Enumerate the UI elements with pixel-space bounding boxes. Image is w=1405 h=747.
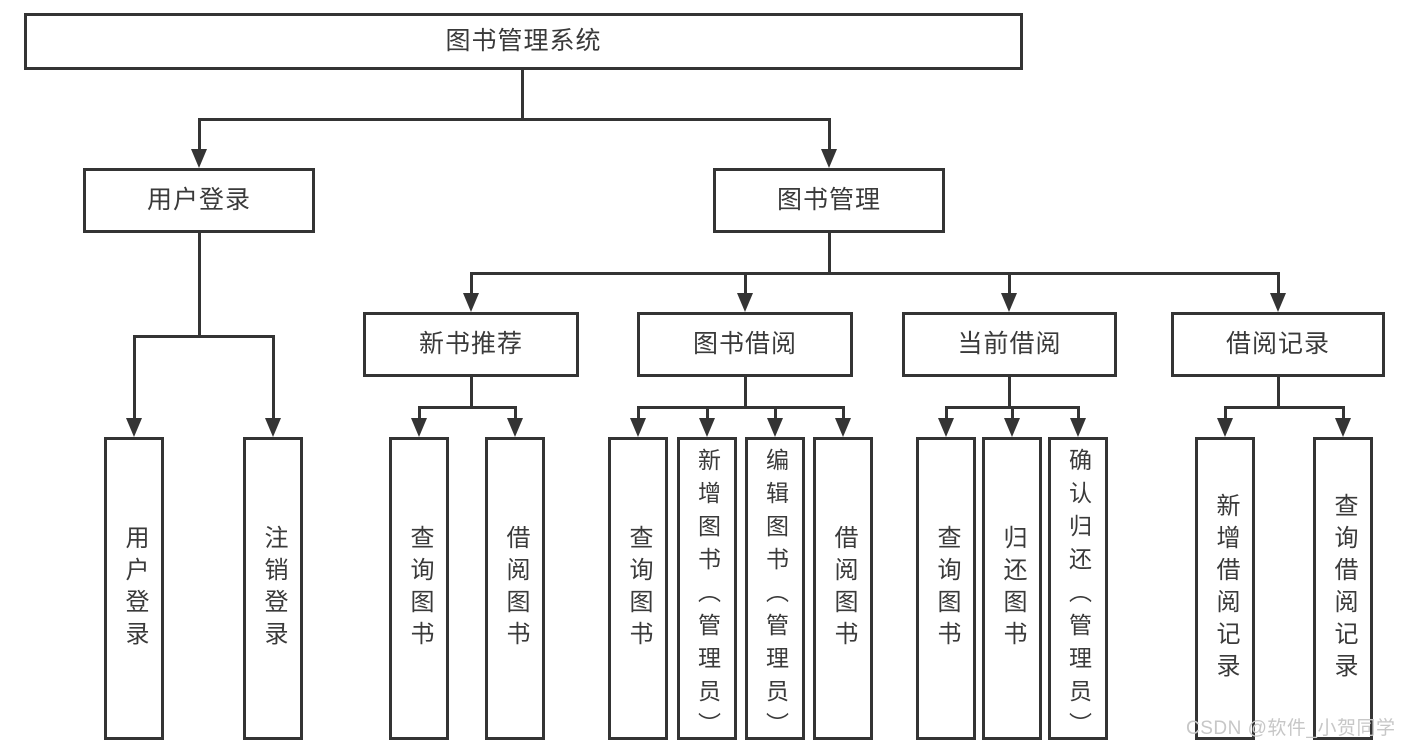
leaf-query-books-current: 查询图书 <box>916 437 976 740</box>
arrowhead-down-icon <box>835 418 851 437</box>
node-label: 查询图书 <box>406 524 433 653</box>
node-label: 新书推荐 <box>418 330 523 358</box>
connector-horizontal <box>198 118 831 121</box>
node-label: 图书管理 <box>776 186 881 214</box>
connector-horizontal <box>133 335 274 338</box>
connector-horizontal <box>470 272 1279 275</box>
node-new-book-recommend: 新书推荐 <box>363 312 579 377</box>
connector-vertical <box>272 335 275 421</box>
leaf-add-borrow-record: 新增借阅记录 <box>1195 437 1255 740</box>
arrowhead-down-icon <box>463 293 479 312</box>
connector-vertical <box>842 406 845 421</box>
arrowhead-down-icon <box>821 149 837 168</box>
connector-vertical <box>1008 377 1011 406</box>
node-label: 注销登录 <box>260 524 287 653</box>
connector-vertical <box>1277 377 1280 406</box>
node-label: 图书借阅 <box>692 330 797 358</box>
arrowhead-down-icon <box>699 418 715 437</box>
connector-vertical <box>706 406 709 421</box>
connector-vertical <box>1224 406 1227 421</box>
leaf-confirm-return-admin: 确认归还（管理员） <box>1048 437 1108 745</box>
node-label: 图书管理系统 <box>445 27 602 55</box>
node-user-login-branch: 用户登录 <box>83 168 315 233</box>
connector-vertical <box>1277 272 1280 297</box>
connector-vertical <box>1008 272 1011 297</box>
connector-vertical <box>198 118 201 152</box>
arrowhead-down-icon <box>191 149 207 168</box>
leaf-return-book: 归还图书 <box>982 437 1042 740</box>
node-label: 查询图书 <box>625 524 652 653</box>
arrowhead-down-icon <box>507 418 523 437</box>
connector-vertical <box>744 272 747 297</box>
connector-vertical <box>1077 406 1080 421</box>
connector-vertical <box>1011 406 1014 421</box>
connector-vertical <box>744 377 747 406</box>
connector-vertical <box>1342 406 1345 421</box>
arrowhead-down-icon <box>265 418 281 437</box>
node-label: 借阅图书 <box>830 524 857 653</box>
node-label: 编辑图书（管理员） <box>762 448 789 745</box>
leaf-logout: 注销登录 <box>243 437 303 740</box>
arrowhead-down-icon <box>1270 293 1286 312</box>
connector-horizontal <box>637 406 844 409</box>
node-label: 借阅记录 <box>1225 330 1330 358</box>
connector-vertical <box>514 406 517 421</box>
connector-vertical <box>637 406 640 421</box>
connector-vertical <box>774 406 777 421</box>
connector-vertical <box>470 272 473 297</box>
node-label: 用户登录 <box>146 186 251 214</box>
connector-horizontal <box>418 406 516 409</box>
arrowhead-down-icon <box>1070 418 1086 437</box>
connector-vertical <box>945 406 948 421</box>
leaf-borrow-books-borrowing: 借阅图书 <box>813 437 873 740</box>
arrowhead-down-icon <box>126 418 142 437</box>
leaf-query-borrow-record: 查询借阅记录 <box>1313 437 1373 740</box>
arrowhead-down-icon <box>737 293 753 312</box>
connector-horizontal <box>1224 406 1344 409</box>
node-label: 新增图书（管理员） <box>694 448 721 745</box>
node-label: 当前借阅 <box>957 330 1062 358</box>
arrowhead-down-icon <box>938 418 954 437</box>
leaf-query-books-recommend: 查询图书 <box>389 437 449 740</box>
arrowhead-down-icon <box>411 418 427 437</box>
node-current-borrowing: 当前借阅 <box>902 312 1117 377</box>
arrowhead-down-icon <box>1335 418 1351 437</box>
arrowhead-down-icon <box>630 418 646 437</box>
node-book-borrowing: 图书借阅 <box>637 312 853 377</box>
leaf-query-books-borrowing: 查询图书 <box>608 437 668 740</box>
node-label: 确认归还（管理员） <box>1065 448 1092 745</box>
connector-vertical <box>828 233 831 272</box>
arrowhead-down-icon <box>1001 293 1017 312</box>
node-library-management-system: 图书管理系统 <box>24 13 1023 70</box>
leaf-add-book-admin: 新增图书（管理员） <box>677 437 737 745</box>
leaf-edit-book-admin: 编辑图书（管理员） <box>745 437 805 745</box>
node-label: 归还图书 <box>999 524 1026 653</box>
csdn-watermark: CSDN @软件_小贺同学 <box>1186 718 1396 739</box>
node-label: 查询借阅记录 <box>1330 492 1357 685</box>
connector-vertical <box>470 377 473 406</box>
node-label: 新增借阅记录 <box>1212 492 1239 685</box>
connector-vertical <box>133 335 136 421</box>
arrowhead-down-icon <box>1217 418 1233 437</box>
connector-vertical <box>198 233 201 335</box>
leaf-user-login: 用户登录 <box>104 437 164 740</box>
connector-vertical <box>418 406 421 421</box>
connector-vertical <box>828 118 831 152</box>
leaf-borrow-books-recommend: 借阅图书 <box>485 437 545 740</box>
node-label: 借阅图书 <box>502 524 529 653</box>
connector-vertical <box>521 70 524 118</box>
arrowhead-down-icon <box>767 418 783 437</box>
arrowhead-down-icon <box>1004 418 1020 437</box>
node-label: 用户登录 <box>121 524 148 653</box>
node-book-management-branch: 图书管理 <box>713 168 945 233</box>
node-label: 查询图书 <box>933 524 960 653</box>
node-borrowing-records: 借阅记录 <box>1171 312 1385 377</box>
